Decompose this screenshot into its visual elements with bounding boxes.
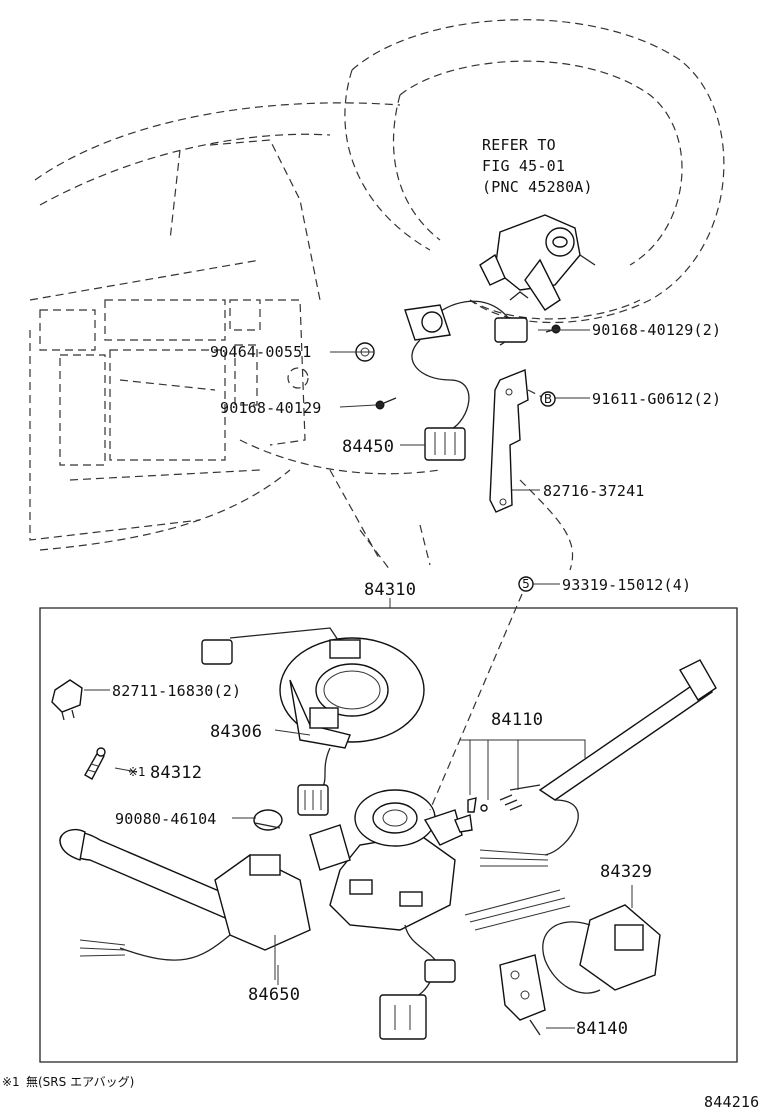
label-84140: 84140 (576, 1019, 628, 1039)
label-84310: 84310 (364, 580, 416, 600)
refer-line-1: REFER TO (482, 136, 556, 154)
marker-5: 5 (518, 576, 534, 592)
lever-84110-drawing (454, 659, 717, 867)
steering-wheel-outline (344, 19, 725, 324)
switch-84140-drawing (499, 954, 546, 1036)
marker-b-label: B (544, 392, 552, 406)
label-84329: 84329 (600, 862, 652, 882)
label-84312: 84312 (150, 763, 202, 783)
refer-line-3: (PNC 45280A) (482, 178, 593, 196)
pin-84312-drawing (84, 747, 106, 780)
label-93319-15012-4: 93319-15012(4) (562, 576, 691, 594)
lever-84650-drawing (59, 828, 311, 980)
footnote-text: 無(SRS エアバッグ) (26, 1074, 134, 1089)
screw-90168-2-drawing (545, 324, 561, 334)
marker-5-label: 5 (522, 577, 530, 591)
combination-switch-drawing (309, 789, 463, 1040)
assembly-box (39, 607, 738, 1063)
leader-lines (84, 329, 633, 1029)
label-90168-40129: 90168-40129 (220, 399, 322, 417)
label-84650: 84650 (248, 985, 300, 1005)
label-82716-37241: 82716-37241 (543, 482, 645, 500)
footnote-mark: ※1 (2, 1075, 20, 1089)
dashboard-outline (29, 102, 574, 571)
label-91611-g0612-2: 91611-G0612(2) (592, 390, 721, 408)
band-90080-drawing (253, 809, 283, 831)
label-90464-00551: 90464-00551 (210, 343, 312, 361)
key-cylinder-drawing (479, 214, 596, 311)
label-82711-16830-2: 82711-16830(2) (112, 682, 241, 700)
spiral-cable-drawing (201, 627, 425, 816)
bracket-82716-drawing (489, 369, 549, 513)
label-90080-46104: 90080-46104 (115, 810, 217, 828)
screw-90168-drawing (375, 397, 397, 410)
key-harness-drawing (404, 291, 529, 461)
clip-82711-drawing (51, 679, 83, 721)
switch-84329-drawing (464, 889, 661, 994)
label-84306: 84306 (210, 722, 262, 742)
label-84450: 84450 (342, 437, 394, 457)
marker-b: B (540, 391, 556, 407)
figure-code: 844216I (704, 1093, 760, 1111)
refer-line-2: FIG 45-01 (482, 157, 565, 175)
label-90168-40129-2: 90168-40129(2) (592, 321, 721, 339)
label-84110: 84110 (491, 710, 543, 730)
note-mark-84312: ※1 (128, 765, 146, 779)
